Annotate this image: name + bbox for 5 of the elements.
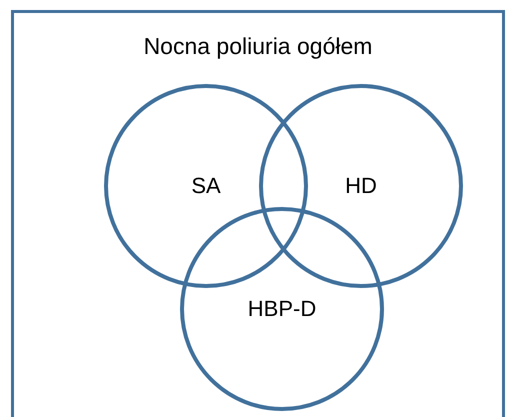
set-label: SA <box>191 173 221 199</box>
frame-box <box>11 10 505 417</box>
title: Nocna poliuria ogółem <box>142 33 374 59</box>
set-label: HD <box>345 173 377 199</box>
set-label: HBP-D <box>248 296 316 322</box>
